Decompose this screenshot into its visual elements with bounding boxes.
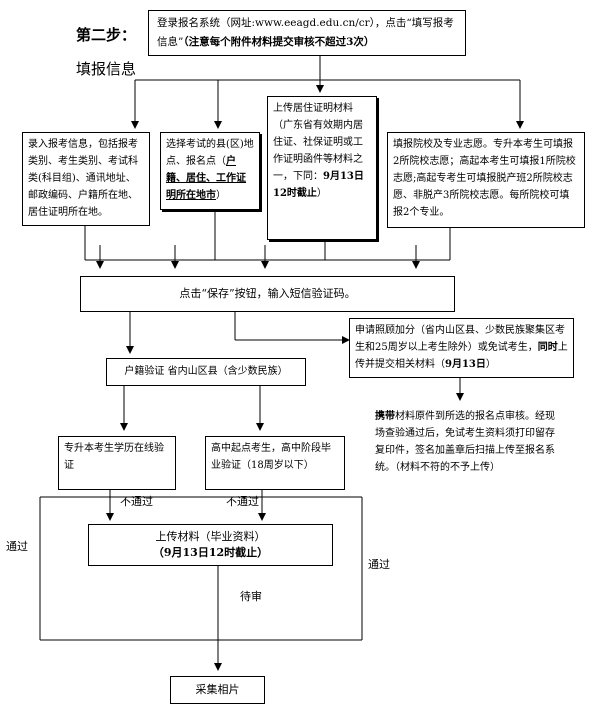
gq-verify-box: 高中起点考生，高中阶段毕业验证（18周岁以下） <box>205 436 345 490</box>
login-step-box: 登录报名系统（网址:www.eeagd.edu.cn/cr），点击“填写报考信息… <box>148 10 466 56</box>
zsb-verify-box: 专升本考生学历在线验证 <box>58 436 176 490</box>
step-title: 第二步： <box>76 26 137 44</box>
fail-label-2: 不通过 <box>226 495 259 508</box>
login-step-note: （注意每个附件材料提交审核不超过3次） <box>183 36 375 48</box>
save-step-text: 点击“保存”按钮，输入短信验证码。 <box>179 287 356 300</box>
enter-info-box: 录入报考信息，包括报考类别、考生类别、考试科类(科目组)、通讯地址、邮政编码、户… <box>22 132 150 226</box>
upload-materials-deadline: （9月13日12时截止） <box>152 546 269 559</box>
special-apply-text: 申请照顾加分（省内山区县、少数民族聚集区考生和25周岁以上考生除外）或免试考生， <box>355 325 565 353</box>
carry-originals-box: 携带材料原件到所选的报名点审核。经现场查验通过后，免试考生资料须打印留存复印件，… <box>370 405 565 503</box>
upload-residence-text2: ） <box>316 188 327 199</box>
step-subtitle: 填报信息 <box>76 60 137 78</box>
special-apply-text2: 上传并提交相关材料（ <box>355 342 568 370</box>
gq-verify-text: 高中起点考生，高中阶段毕业验证（18周岁以下） <box>211 443 331 471</box>
select-site-bold: 户籍、居住、工作证明所在地市 <box>166 156 246 201</box>
select-site-text1: 选择考试的县(区)地点、报名点（ <box>166 139 254 167</box>
upload-residence-box: 上传居住证明材料（广东省有效期内居住证、社保证明或工作证明函件等材料之一，下同：… <box>267 96 377 240</box>
upload-materials-title: 上传材料（毕业资料） <box>155 530 266 543</box>
pending-label: 待审 <box>240 590 262 603</box>
pass-label-right: 通过 <box>368 558 390 571</box>
special-apply-bold1: 同时 <box>537 342 558 353</box>
huji-verify-text: 户籍验证 省内山区县（含少数民族） <box>124 366 288 377</box>
carry-originals-bold: 携带 <box>375 411 395 422</box>
upload-materials-box: 上传材料（毕业资料） （9月13日12时截止） <box>88 524 333 566</box>
select-site-box: 选择考试的县(区)地点、报名点（户籍、居住、工作证明所在地市） <box>160 132 260 210</box>
upload-residence-text: 上传居住证明材料（广东省有效期内居住证、社保证明或工作证明函件等材料之一，下同： <box>273 103 363 182</box>
carry-originals-text: 材料原件到所选的报名点审核。经现场查验通过后，免试考生资料须打印留存复印件，签名… <box>375 411 555 473</box>
fill-choice-text: 填报院校及专业志愿。专升本考生可填报2所院校志愿；高起本考生可填报1所院校志愿;… <box>393 139 576 218</box>
upload-residence-deadline: 9月13日12时截止 <box>273 171 364 199</box>
enter-info-text: 录入报考信息，包括报考类别、考生类别、考试科类(科目组)、通讯地址、邮政编码、户… <box>28 139 138 218</box>
select-site-text2: ） <box>216 190 226 201</box>
login-step-text: 登录报名系统（网址:www.eeagd.edu.cn/cr），点击“填写报考信息… <box>157 17 454 48</box>
fail-label-1: 不通过 <box>120 495 153 508</box>
photo-box: 采集相片 <box>170 676 265 704</box>
fill-choice-box: 填报院校及专业志愿。专升本考生可填报2所院校志愿；高起本考生可填报1所院校志愿;… <box>387 132 585 228</box>
special-apply-box: 申请照顾加分（省内山区县、少数民族聚集区考生和25周岁以上考生除外）或免试考生，… <box>349 318 574 378</box>
pass-label-left: 通过 <box>6 540 28 553</box>
zsb-verify-text: 专升本考生学历在线验证 <box>64 443 164 471</box>
special-apply-text3: ） <box>485 359 496 370</box>
save-step-box: 点击“保存”按钮，输入短信验证码。 <box>80 276 455 312</box>
huji-verify-box: 户籍验证 省内山区县（含少数民族） <box>106 358 306 386</box>
special-apply-bold2: 9月13日 <box>445 359 486 370</box>
photo-text: 采集相片 <box>195 683 240 696</box>
